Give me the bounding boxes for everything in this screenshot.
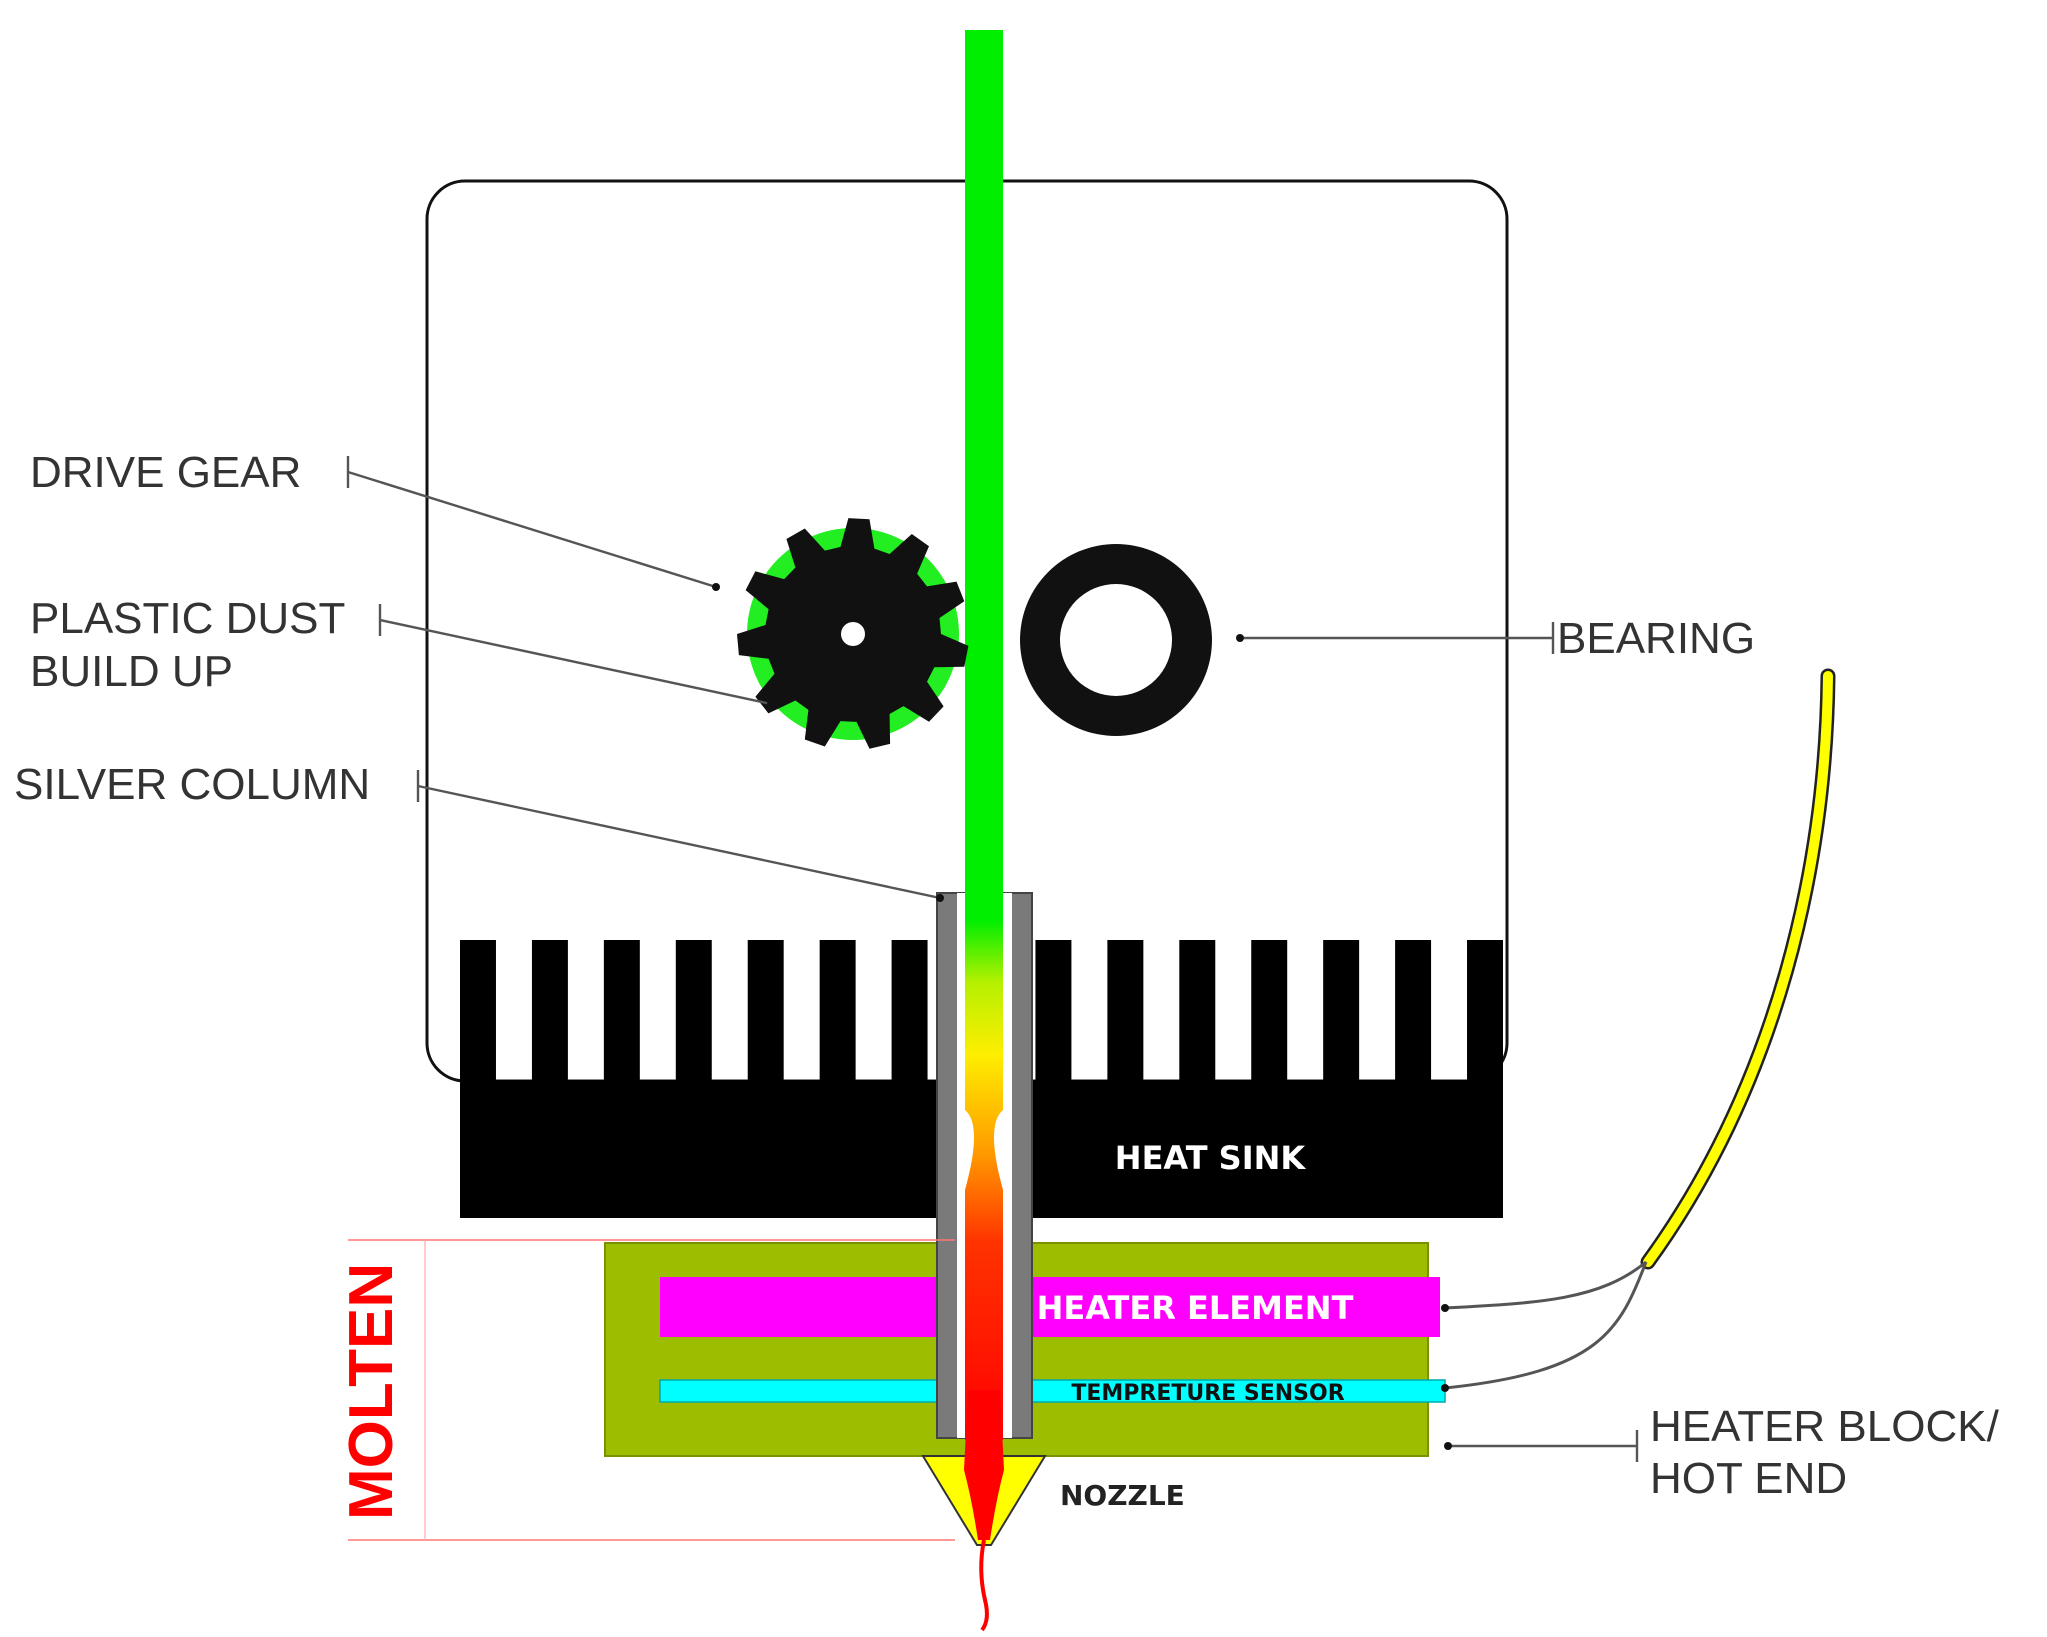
drive-gear-leader: [347, 470, 717, 589]
silver-column-label: SILVER COLUMN: [14, 760, 370, 809]
heat-sink-fin: [1179, 940, 1216, 1085]
bearing-label: BEARING: [1557, 614, 1755, 663]
heater-element-label: HEATER ELEMENT: [1037, 1289, 1354, 1327]
filament: [965, 30, 1003, 920]
extruded-strand: [979, 1539, 989, 1632]
plastic-dust-label: PLASTIC DUST: [30, 594, 345, 643]
heat-sink-fin: [1035, 940, 1072, 1085]
heat-sink-fin: [819, 940, 856, 1085]
heat-sink-fin: [531, 940, 568, 1085]
heater-element-wire: [1444, 1260, 1647, 1310]
drive-gear-label: DRIVE GEAR: [30, 448, 301, 497]
sensor-wire: [1640, 668, 1836, 1270]
heat-sink-fin: [747, 940, 784, 1085]
heat-sink-fin: [1251, 940, 1288, 1085]
melt-zone: [965, 920, 1003, 1440]
molten-label: MOLTEN: [337, 1263, 406, 1520]
drive-gear: [737, 518, 969, 749]
temperature-sensor-label: TEMPRETURE SENSOR: [1071, 1381, 1344, 1406]
plastic-dust-leader: [379, 618, 772, 706]
heat-sink-fin: [603, 940, 640, 1085]
nozzle-label: NOZZLE: [1060, 1479, 1185, 1512]
heat-sink-fin: [1107, 940, 1144, 1085]
molten-plastic: [964, 1390, 1004, 1540]
heater-block-label-line2: HOT END: [1650, 1454, 1847, 1503]
heat-sink-fin: [1323, 940, 1360, 1085]
plastic-dust-label-line2: BUILD UP: [30, 647, 233, 696]
heat-sink-fin: [460, 940, 496, 1085]
silver-column-leader: [417, 784, 941, 900]
heat-sink-fin: [1467, 940, 1503, 1085]
heat-sink-label: HEAT SINK: [1115, 1139, 1307, 1177]
heat-sink-fin: [1395, 940, 1432, 1085]
heat-sink-fin: [675, 940, 712, 1085]
heater-element: [660, 1277, 1440, 1337]
heat-sink-fin: [891, 940, 928, 1085]
temperature-sensor-wire: [1444, 1261, 1648, 1390]
heater-block-label: HEATER BLOCK/: [1650, 1402, 2000, 1451]
